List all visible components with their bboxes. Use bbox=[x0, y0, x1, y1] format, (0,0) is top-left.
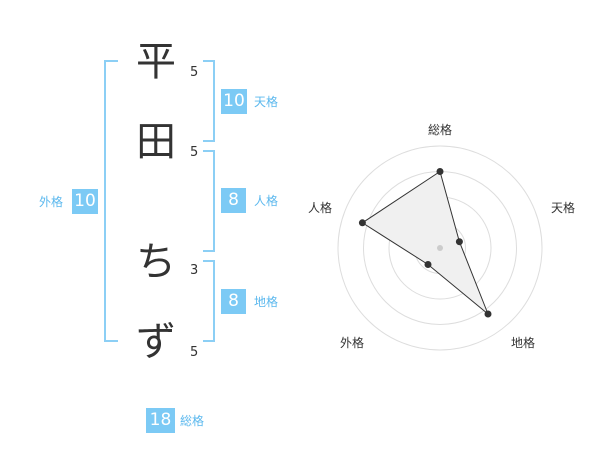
soukaku-label: 総格 bbox=[180, 414, 205, 428]
jinkaku-label: 人格 bbox=[254, 194, 279, 208]
name-char-1: 平 bbox=[136, 39, 176, 85]
radar-axis-label-gaikaku: 外格 bbox=[340, 336, 365, 350]
radar-point-2 bbox=[455, 238, 463, 246]
soukaku-value: 18 bbox=[146, 408, 175, 433]
gaikaku-label: 外格 bbox=[39, 195, 64, 209]
radar-axis-label-soukaku: 総格 bbox=[428, 123, 453, 137]
radar-grid-ring-4 bbox=[337, 145, 543, 351]
gaikaku-value: 10 bbox=[72, 189, 98, 214]
jinkaku-value: 8 bbox=[221, 188, 246, 213]
name-char-3: ち bbox=[136, 239, 176, 285]
jinkaku-bracket bbox=[203, 150, 215, 252]
radar-point-5 bbox=[358, 219, 366, 227]
tenkaku-bracket bbox=[203, 60, 215, 142]
radar-point-1 bbox=[436, 168, 444, 175]
chikaku-bracket bbox=[203, 260, 215, 342]
radar-data-polygon bbox=[361, 170, 489, 315]
stroke-count-4: 5 bbox=[190, 345, 199, 360]
name-char-4: ず bbox=[136, 319, 176, 365]
gaikaku-bracket bbox=[104, 60, 118, 342]
radar-center-point bbox=[437, 245, 443, 251]
tenkaku-value: 10 bbox=[221, 89, 247, 114]
stroke-count-1: 5 bbox=[190, 65, 199, 80]
radar-point-3 bbox=[484, 310, 492, 318]
name-char-2: 田 bbox=[136, 119, 176, 165]
radar-axis-label-jinkaku: 人格 bbox=[308, 201, 333, 215]
chikaku-value: 8 bbox=[221, 289, 246, 314]
radar-point-4 bbox=[424, 261, 432, 268]
stroke-count-3: 3 bbox=[190, 263, 199, 278]
stroke-count-2: 5 bbox=[190, 145, 199, 160]
radar-axis-label-chikaku: 地格 bbox=[511, 336, 536, 350]
chikaku-label: 地格 bbox=[254, 295, 279, 309]
radar-axis-label-tenkaku: 天格 bbox=[551, 201, 576, 215]
tenkaku-label: 天格 bbox=[254, 95, 279, 109]
